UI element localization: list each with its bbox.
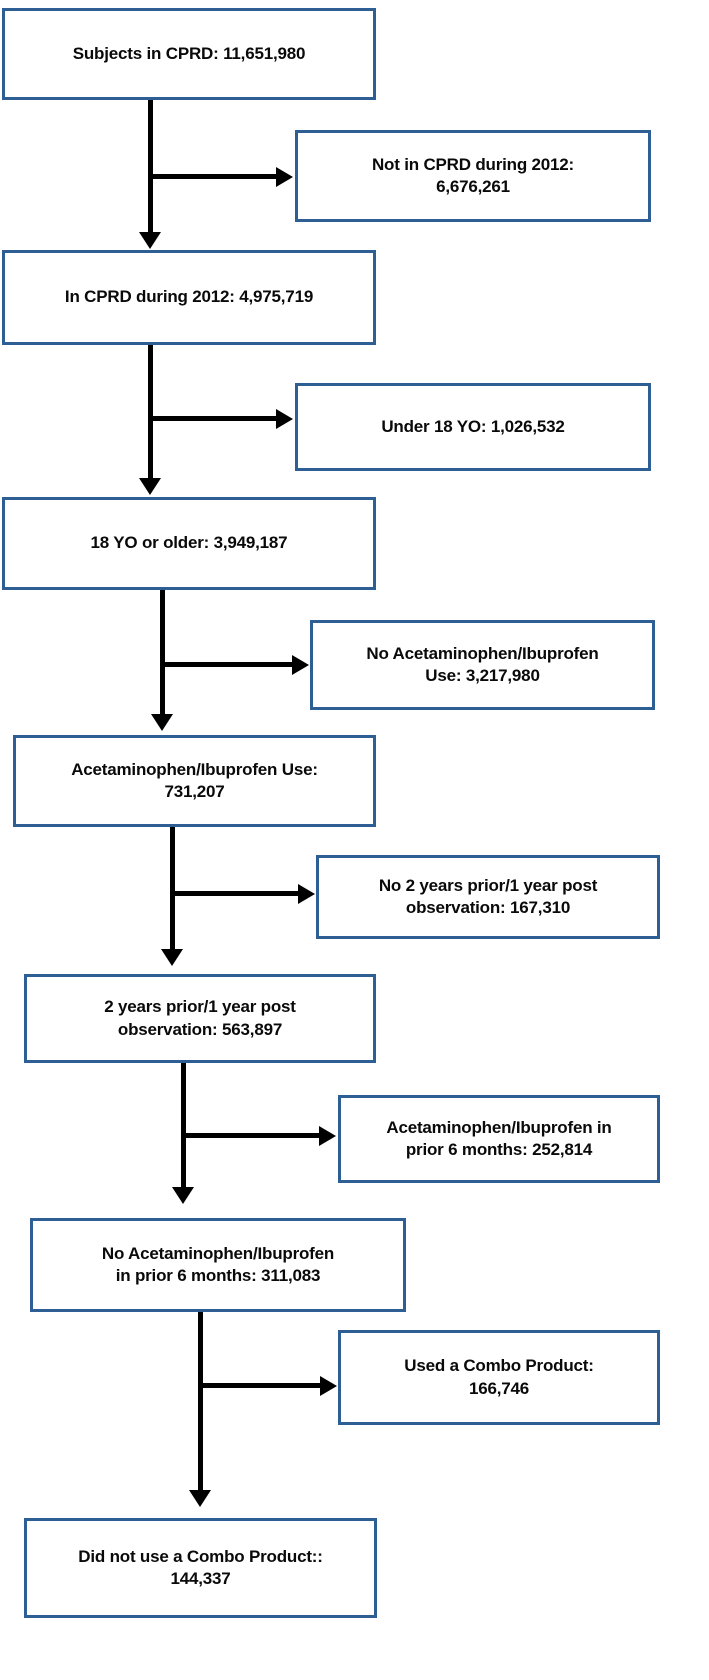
flow-node-label: Did not use a Combo Product:: 144,337 xyxy=(37,1546,364,1591)
arrow-down-to-n6 xyxy=(172,1187,194,1204)
flow-node-line2: observation: 167,310 xyxy=(405,898,571,917)
arrow-right-to-e4 xyxy=(298,884,315,904)
connector-vline-n1 xyxy=(148,100,153,240)
arrow-right-to-e6 xyxy=(320,1376,337,1396)
flow-node-subjects-in-cprd: Subjects in CPRD: 11,651,980 xyxy=(2,8,376,100)
flow-node-line2: 144,337 xyxy=(170,1569,231,1588)
arrow-right-to-e1 xyxy=(276,167,293,187)
arrow-down-to-n5 xyxy=(161,949,183,966)
flow-node-label: Acetaminophen/Ibuprofen Use: 731,207 xyxy=(26,759,363,804)
flow-node-no-2-years-prior-1-year-post: No 2 years prior/1 year post observation… xyxy=(316,855,660,939)
arrow-down-to-n7 xyxy=(189,1490,211,1507)
flow-node-under-18-yo: Under 18 YO: 1,026,532 xyxy=(295,383,651,471)
flow-node-line1: 18 YO or older: 3,949,187 xyxy=(90,533,288,553)
arrow-down-to-n3 xyxy=(139,478,161,495)
flow-node-line1: Not in CPRD during 2012: xyxy=(371,154,575,174)
arrow-down-to-n4 xyxy=(151,714,173,731)
connector-hline-to-e6 xyxy=(200,1383,322,1388)
connector-hline-to-e2 xyxy=(150,416,278,421)
flow-node-used-a-combo-product: Used a Combo Product: 166,746 xyxy=(338,1330,660,1425)
connector-vline-n3 xyxy=(160,590,165,720)
connector-vline-n6 xyxy=(198,1312,203,1497)
flow-node-line2: in prior 6 months: 311,083 xyxy=(115,1266,321,1285)
connector-hline-to-e4 xyxy=(172,891,300,896)
flow-node-label: No 2 years prior/1 year post observation… xyxy=(329,875,647,920)
connector-hline-to-e3 xyxy=(162,662,294,667)
flow-node-label: In CPRD during 2012: 4,975,719 xyxy=(15,286,363,308)
flow-node-label: 18 YO or older: 3,949,187 xyxy=(15,532,363,554)
flow-node-label: Used a Combo Product: 166,746 xyxy=(351,1355,647,1400)
connector-hline-to-e1 xyxy=(150,174,278,179)
flow-node-line1: 2 years prior/1 year post xyxy=(104,997,296,1017)
flow-node-not-in-cprd-2012: Not in CPRD during 2012: 6,676,261 xyxy=(295,130,651,222)
flow-node-in-cprd-2012: In CPRD during 2012: 4,975,719 xyxy=(2,250,376,345)
flow-node-line2: 731,207 xyxy=(164,782,225,801)
arrow-right-to-e5 xyxy=(319,1126,336,1146)
arrow-down-to-n2 xyxy=(139,232,161,249)
flow-node-line2: 166,746 xyxy=(468,1378,530,1398)
flow-node-line1: Did not use a Combo Product:: xyxy=(78,1546,323,1566)
flow-node-label: No Acetaminophen/Ibuprofen in prior 6 mo… xyxy=(43,1243,393,1288)
flow-node-label: Under 18 YO: 1,026,532 xyxy=(308,416,638,438)
flow-node-label: Subjects in CPRD: 11,651,980 xyxy=(15,43,363,65)
flow-node-line1: No 2 years prior/1 year post xyxy=(378,875,598,895)
arrow-right-to-e3 xyxy=(292,655,309,675)
flow-node-line1: Subjects in CPRD: 11,651,980 xyxy=(72,43,306,63)
flow-node-line1: Used a Combo Product: xyxy=(404,1356,594,1376)
flow-node-no-acetaminophen-ibuprofen-use: No Acetaminophen/Ibuprofen Use: 3,217,98… xyxy=(310,620,655,710)
flow-node-2-years-prior-1-year-post: 2 years prior/1 year post observation: 5… xyxy=(24,974,376,1063)
flow-node-line2: prior 6 months: 252,814 xyxy=(405,1140,593,1159)
arrow-right-to-e2 xyxy=(276,409,293,429)
flow-node-label: Not in CPRD during 2012: 6,676,261 xyxy=(308,154,638,199)
flow-node-line1: Acetaminophen/Ibuprofen in xyxy=(386,1117,612,1137)
flow-node-line2: 6,676,261 xyxy=(436,177,510,196)
flow-node-no-acetaminophen-ibuprofen-prior-6-months: No Acetaminophen/Ibuprofen in prior 6 mo… xyxy=(30,1218,406,1312)
flow-node-acetaminophen-ibuprofen-prior-6-months: Acetaminophen/Ibuprofen in prior 6 month… xyxy=(338,1095,660,1183)
flow-node-18-yo-or-older: 18 YO or older: 3,949,187 xyxy=(2,497,376,590)
flow-node-acetaminophen-ibuprofen-use: Acetaminophen/Ibuprofen Use: 731,207 xyxy=(13,735,376,827)
flow-node-label: No Acetaminophen/Ibuprofen Use: 3,217,98… xyxy=(323,643,642,688)
flow-node-line1: In CPRD during 2012: 4,975,719 xyxy=(64,287,314,307)
flow-node-line2: Use: 3,217,980 xyxy=(425,666,540,685)
flow-node-did-not-use-a-combo-product: Did not use a Combo Product:: 144,337 xyxy=(24,1518,377,1618)
flow-node-label: 2 years prior/1 year post observation: 5… xyxy=(37,996,363,1041)
flow-node-line1: Acetaminophen/Ibuprofen Use: xyxy=(71,759,318,779)
flow-node-line1: Under 18 YO: 1,026,532 xyxy=(381,416,565,436)
connector-vline-n5 xyxy=(181,1063,186,1193)
flow-node-line2: observation: 563,897 xyxy=(117,1019,283,1039)
flow-node-line1: No Acetaminophen/Ibuprofen xyxy=(101,1243,335,1263)
flow-node-line1: No Acetaminophen/Ibuprofen xyxy=(366,643,599,663)
connector-hline-to-e5 xyxy=(183,1133,321,1138)
connector-vline-n2 xyxy=(148,345,153,485)
flow-node-label: Acetaminophen/Ibuprofen in prior 6 month… xyxy=(351,1117,647,1162)
